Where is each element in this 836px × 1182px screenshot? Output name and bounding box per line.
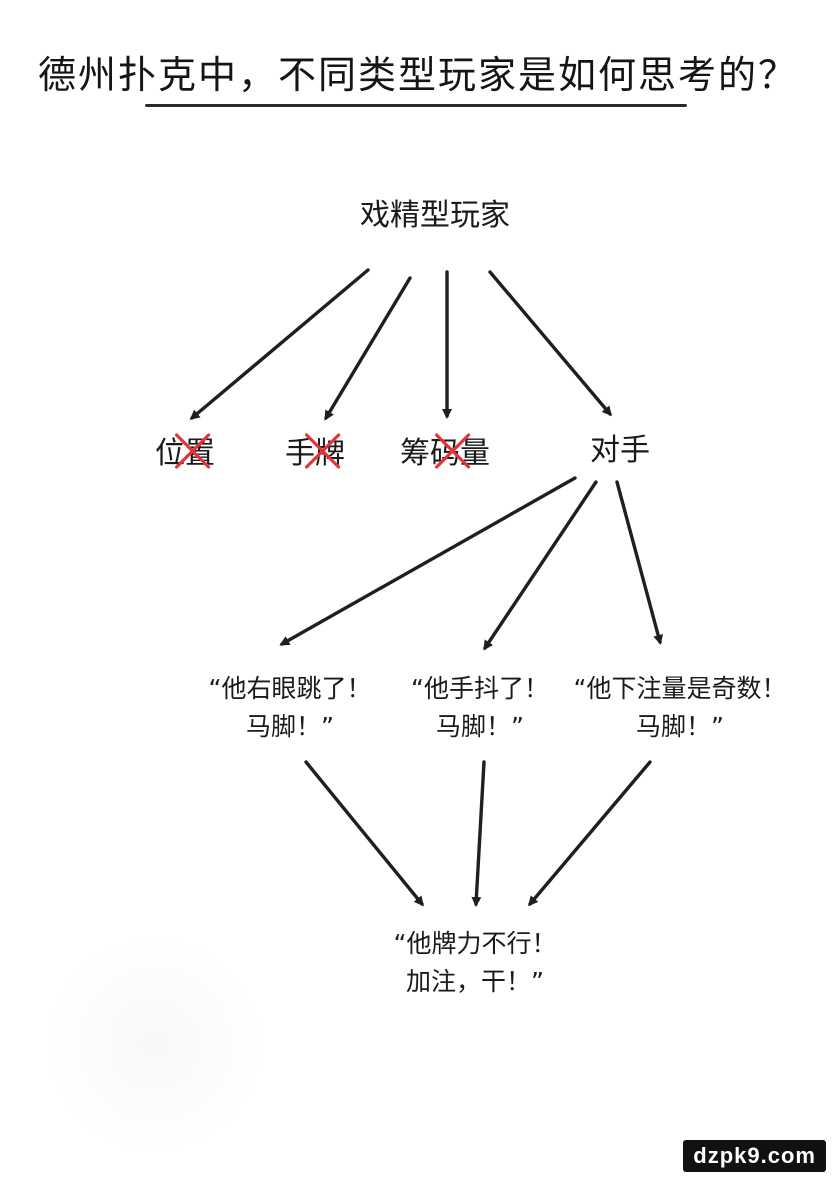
title-underline — [145, 104, 687, 107]
read-1-line-2: 马脚！” — [246, 712, 334, 741]
cross-out-icon — [435, 433, 471, 469]
read-node-2: “他手抖了！ 马脚！” — [395, 670, 565, 746]
read-1-line-1: “他右眼跳了！ — [208, 674, 372, 703]
arrow-opponent-to-read-1 — [279, 476, 577, 646]
arrow-opponent-to-read-2 — [483, 480, 598, 651]
read-3-line-1: “他下注量是奇数！ — [573, 674, 787, 703]
cross-out-icon — [305, 433, 341, 469]
arrow-root-to-position — [189, 268, 370, 420]
faint-seal-mark — [40, 940, 270, 1150]
read-node-3: “他下注量是奇数！ 马脚！” — [560, 670, 800, 746]
factor-chips: 筹码量 — [380, 428, 510, 472]
arrow-read-2-to-conclusion — [471, 760, 486, 907]
read-2-line-2: 马脚！” — [436, 712, 524, 741]
read-3-line-2: 马脚！” — [636, 712, 724, 741]
factor-position: 位置 — [135, 428, 235, 472]
cross-out-icon — [175, 433, 211, 469]
root-node-drama-player: 戏精型玩家 — [360, 198, 510, 233]
conclusion-node: “他牌力不行！ 加注，干！” — [360, 925, 590, 1001]
arrow-read-3-to-conclusion — [528, 760, 652, 907]
factor-hand: 手牌 — [265, 428, 365, 472]
site-watermark: dzpk9.com — [683, 1140, 826, 1172]
arrow-root-to-opponent — [488, 270, 612, 417]
factor-chips-wrap: 筹码量 — [400, 428, 490, 472]
arrow-root-to-hand — [324, 276, 412, 421]
factor-position-wrap: 位置 — [155, 428, 215, 472]
arrow-read-1-to-conclusion — [304, 760, 424, 907]
factor-opponent: 对手 — [590, 433, 650, 468]
factor-hand-wrap: 手牌 — [285, 428, 345, 472]
read-node-1: “他右眼跳了！ 马脚！” — [185, 670, 395, 746]
page-title: 德州扑克中，不同类型玩家是如何思考的？ — [37, 53, 798, 97]
read-2-line-1: “他手抖了！ — [411, 674, 549, 703]
arrow-opponent-to-read-3 — [615, 480, 664, 645]
conclusion-line-2: 加注，干！” — [406, 967, 544, 996]
conclusion-line-1: “他牌力不行！ — [393, 929, 557, 958]
